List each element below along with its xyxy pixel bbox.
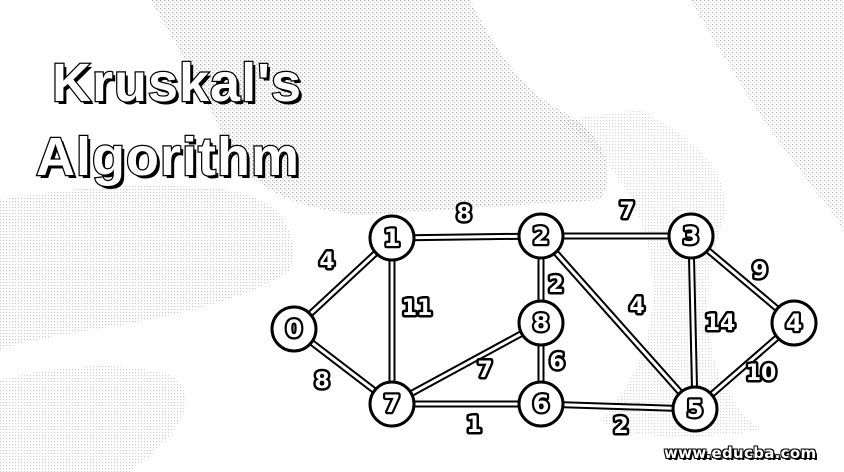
watermark: www.educba.com — [664, 444, 817, 462]
node-circle-4 — [770, 299, 818, 347]
edge-6-5 — [540, 402, 696, 411]
edge-8-7 — [391, 321, 542, 406]
nodes-layer: 0 1 2 3 4 5 6 7 8 — [270, 212, 818, 433]
node-circle-1 — [368, 214, 416, 262]
node-label-7: 7 — [384, 390, 401, 418]
edge-2-5 — [539, 235, 697, 410]
edge-weight-3-5: 14 — [705, 311, 736, 336]
edge-weight-7-6: 1 — [466, 413, 481, 438]
node-circle-0 — [270, 305, 318, 353]
node-6: 6 — [517, 380, 565, 428]
texture-band-right — [690, 0, 844, 240]
edge-weight-1-7: 11 — [402, 296, 433, 321]
edge-weight-0-1: 4 — [319, 249, 334, 274]
edge-weight-6-5: 2 — [613, 414, 628, 439]
edge-weight-4-5: 10 — [746, 361, 777, 386]
texture-band-center — [560, 110, 760, 437]
node-5: 5 — [671, 385, 719, 433]
node-circle-2 — [517, 212, 565, 260]
node-circle-8 — [517, 299, 565, 347]
texture-band-left — [0, 185, 293, 350]
node-4: 4 — [770, 299, 818, 347]
edge-weight-2-5: 4 — [629, 294, 644, 319]
node-8: 8 — [517, 299, 565, 347]
edge-3-5 — [689, 235, 697, 410]
node-label-5: 5 — [687, 395, 704, 423]
node-label-3: 3 — [683, 222, 700, 250]
texture-band-top — [150, 0, 608, 215]
node-label-4: 4 — [786, 309, 803, 337]
edge-weight-2-3: 7 — [619, 199, 634, 224]
title-line-1: Kruskal's — [51, 52, 302, 115]
node-3: 3 — [667, 212, 715, 260]
node-circle-5 — [671, 385, 719, 433]
edge-weight-8-7: 7 — [477, 358, 492, 383]
edge-weight-8-6: 6 — [549, 350, 564, 375]
node-circle-7 — [368, 380, 416, 428]
node-2: 2 — [517, 212, 565, 260]
node-label-8: 8 — [533, 309, 550, 337]
node-0: 0 — [270, 305, 318, 353]
edge-weights-layer: 4 8 8 11 7 2 4 9 14 10 7 6 1 2 — [312, 197, 779, 442]
texture-band-bottom — [0, 365, 187, 472]
title-line-2: Algorithm — [35, 126, 300, 189]
edge-weight-3-4: 9 — [752, 259, 767, 284]
node-label-1: 1 — [384, 224, 401, 252]
edge-weight-2-8: 2 — [548, 273, 563, 298]
edge-1-2 — [391, 234, 542, 240]
node-label-6: 6 — [533, 390, 550, 418]
node-circle-3 — [667, 212, 715, 260]
node-7: 7 — [368, 380, 416, 428]
edge-weight-1-2: 8 — [456, 202, 471, 227]
edge-weight-0-7: 8 — [314, 369, 329, 394]
node-circle-6 — [517, 380, 565, 428]
node-1: 1 — [368, 214, 416, 262]
node-label-2: 2 — [533, 222, 550, 250]
node-label-0: 0 — [286, 315, 303, 343]
